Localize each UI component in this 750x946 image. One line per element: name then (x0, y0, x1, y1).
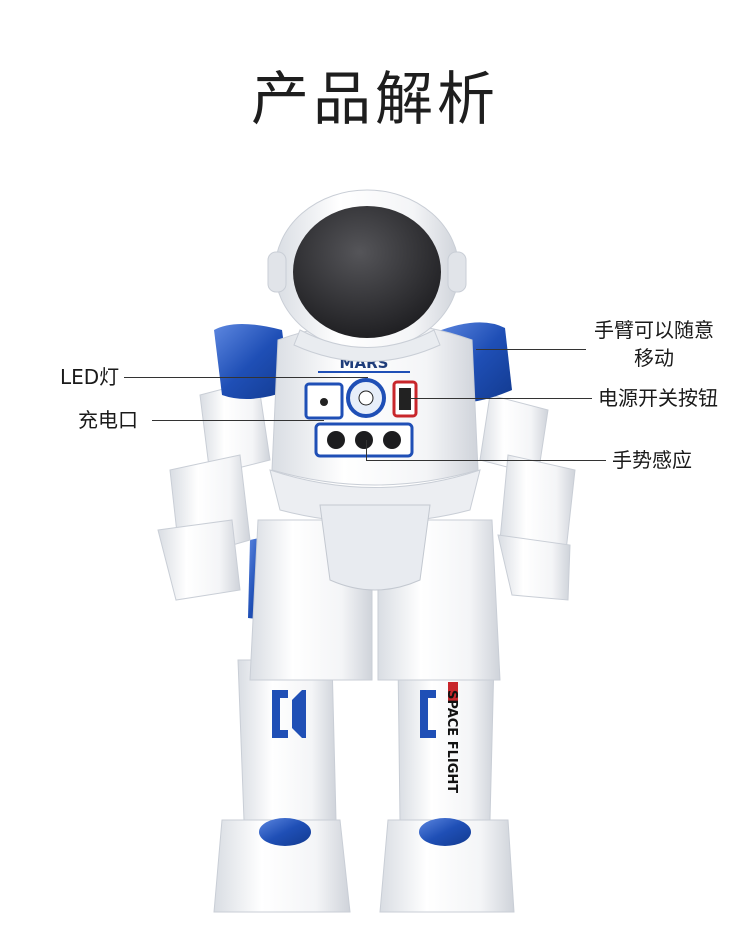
callout-arm-line1: 手臂可以随意 (594, 318, 714, 342)
callout-charging-label: 充电口 (78, 408, 138, 432)
page-title: 产品解析 (250, 65, 499, 133)
leg-text: SPACE FLIGHT (444, 690, 459, 793)
left-arm (157, 324, 290, 601)
right-leg (379, 659, 515, 913)
callout-arm-line2: 移动 (634, 346, 674, 370)
callout-arm-label: 手臂可以随意 移动 (588, 316, 720, 372)
callout-power-label: 电源开关按钮 (598, 386, 718, 410)
callout-arm-line (476, 349, 586, 350)
callout-led-label: LED灯 (60, 365, 120, 389)
callout-gesture-label: 手势感应 (612, 448, 692, 472)
left-leg (213, 659, 351, 913)
callout-charging-line (152, 420, 324, 421)
callout-gesture-line (366, 460, 606, 461)
callout-led-line (124, 377, 368, 378)
callout-gesture-stem (366, 440, 367, 460)
callout-power-line (410, 398, 592, 399)
